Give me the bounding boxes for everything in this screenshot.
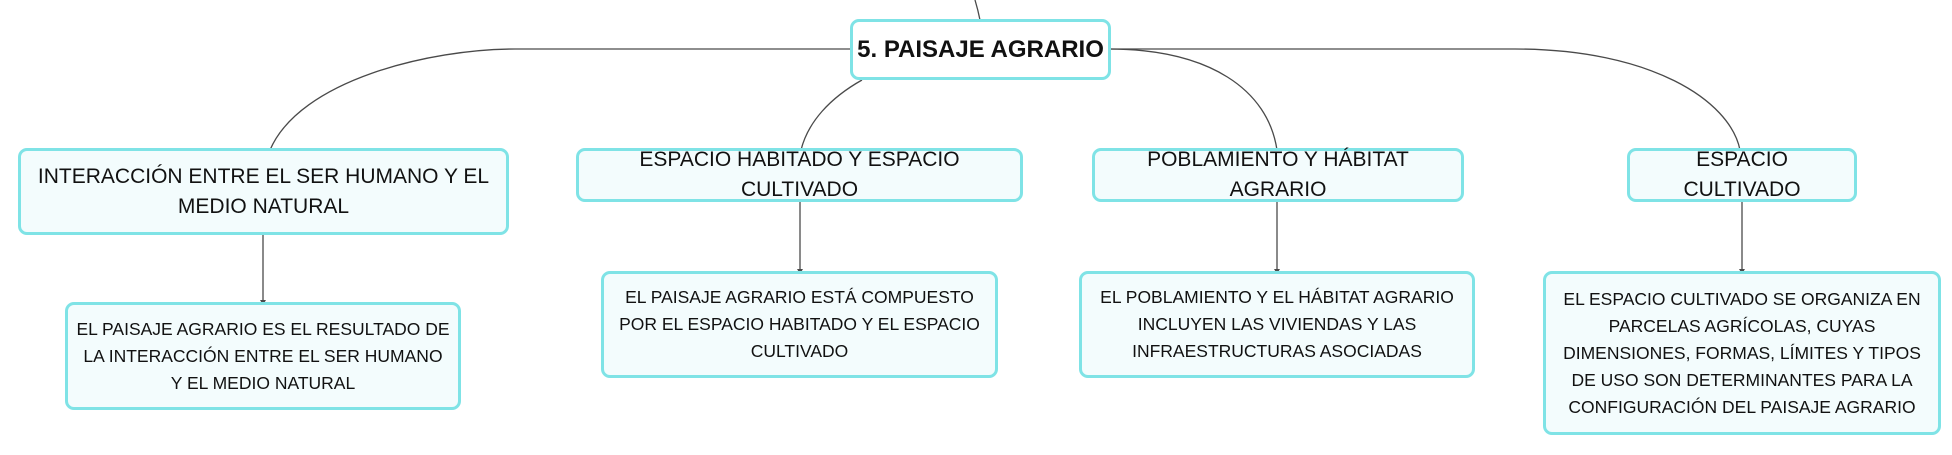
connector-parent-root [974,0,981,21]
detail-node-text: EL POBLAMIENTO Y EL HÁBITAT AGRARIO INCL… [1100,287,1454,361]
topic-node-2[interactable]: ESPACIO HABITADO Y ESPACIO CULTIVADO [576,148,1023,202]
detail-node-text: EL PAISAJE AGRARIO ES EL RESULTADO DE LA… [76,318,450,393]
detail-node-2[interactable]: EL PAISAJE AGRARIO ESTÁ COMPUESTO POR EL… [601,271,998,378]
connector-root-topic-4 [1108,48,1741,151]
detail-node-1[interactable]: EL PAISAJE AGRARIO ES EL RESULTADO DE LA… [65,302,461,410]
topic-node-label: INTERACCIÓN ENTRE EL SER HUMANO Y EL MED… [37,164,490,218]
topic-node-label: ESPACIO CULTIVADO [1683,148,1801,201]
topic-node-label: POBLAMIENTO Y HÁBITAT AGRARIO [1147,148,1409,201]
detail-node-text: EL ESPACIO CULTIVADO SE ORGANIZA EN PARC… [1563,288,1921,417]
connector-root-topic-3 [1107,48,1278,151]
detail-node-3[interactable]: EL POBLAMIENTO Y EL HÁBITAT AGRARIO INCL… [1079,271,1475,378]
topic-node-4[interactable]: ESPACIO CULTIVADO [1627,148,1857,202]
root-node-label: 5. PAISAJE AGRARIO [857,35,1104,63]
root-node[interactable]: 5. PAISAJE AGRARIO [850,19,1111,80]
detail-node-text: EL PAISAJE AGRARIO ESTÁ COMPUESTO POR EL… [619,287,980,361]
topic-node-3[interactable]: POBLAMIENTO Y HÁBITAT AGRARIO [1092,148,1464,202]
detail-node-4[interactable]: EL ESPACIO CULTIVADO SE ORGANIZA EN PARC… [1543,271,1941,435]
connector-root-topic-1 [269,48,850,151]
connector-root-topic-2 [800,79,863,151]
topic-node-1[interactable]: INTERACCIÓN ENTRE EL SER HUMANO Y EL MED… [18,148,509,235]
topic-node-label: ESPACIO HABITADO Y ESPACIO CULTIVADO [639,148,960,201]
